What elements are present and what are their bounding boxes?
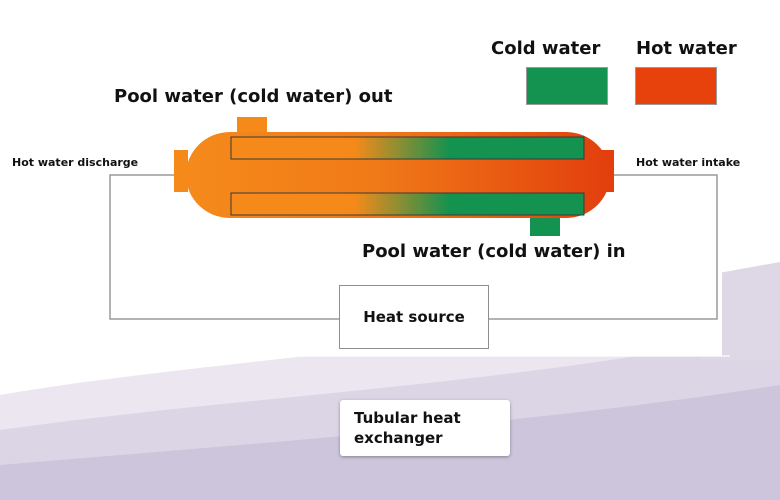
pool-water-in-label: Pool water (cold water) in xyxy=(362,241,626,262)
legend-hot-label: Hot water xyxy=(636,38,737,59)
caption-line-2: exchanger xyxy=(354,429,443,447)
heat-source-box: Heat source xyxy=(339,285,489,349)
lower-tube-channel xyxy=(230,192,585,216)
pool-water-out-label: Pool water (cold water) out xyxy=(114,86,393,107)
left-flange xyxy=(174,150,188,192)
legend-cold-swatch xyxy=(526,67,608,105)
hot-water-discharge-label: Hot water discharge xyxy=(12,156,139,169)
heat-source-label: Heat source xyxy=(363,308,465,326)
upper-tube-channel xyxy=(230,136,585,160)
legend-hot-swatch xyxy=(635,67,717,105)
caption-box: Tubular heat exchanger xyxy=(340,400,510,456)
caption-line-1: Tubular heat xyxy=(354,409,461,427)
heat-loop-line xyxy=(109,174,718,320)
hot-water-intake-label: Hot water intake xyxy=(636,156,741,169)
legend-cold-label: Cold water xyxy=(491,38,601,59)
